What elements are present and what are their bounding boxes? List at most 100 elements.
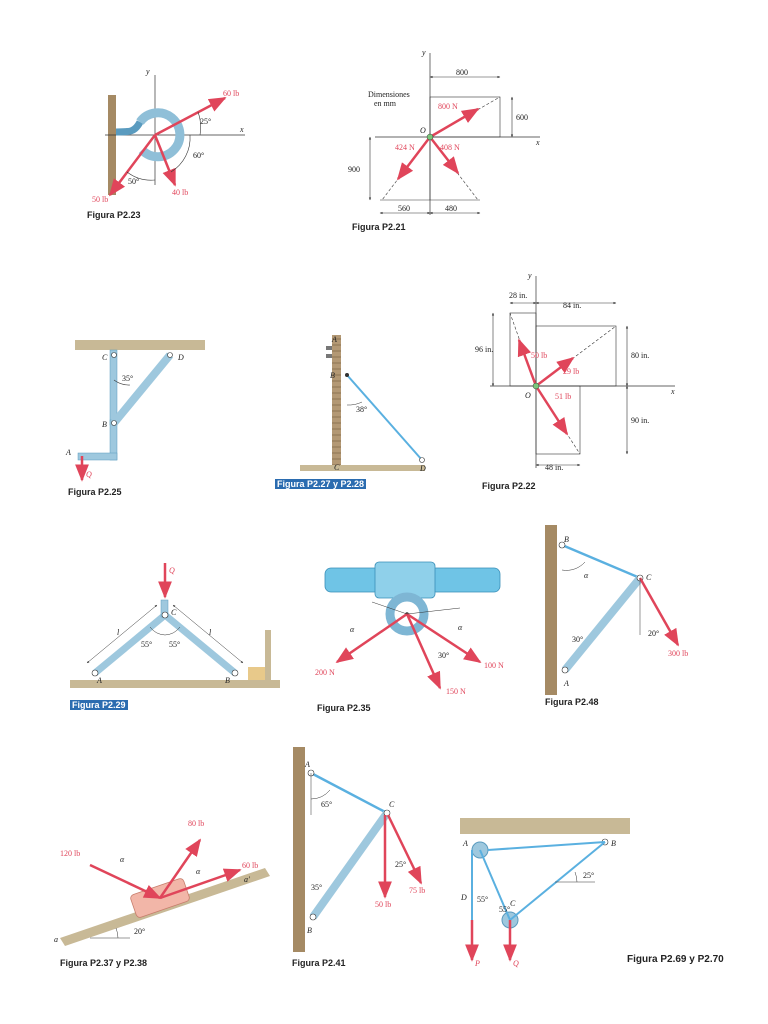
label-408n: 408 N xyxy=(440,143,460,152)
dim-84in: 84 in. xyxy=(563,301,581,310)
member-bc xyxy=(109,349,118,426)
label-l-left: l xyxy=(117,628,120,637)
caption-p2-25: Figura P2.25 xyxy=(68,487,122,497)
label-30deg: 30° xyxy=(572,635,583,644)
label-origin: O xyxy=(525,391,531,400)
dim-80in: 80 in. xyxy=(631,351,649,360)
label-50lb: 50 lb xyxy=(375,900,391,909)
label-40lb: 40 lb xyxy=(172,188,188,197)
label-c: C xyxy=(171,608,177,617)
force-51lb-arrow xyxy=(534,385,569,436)
label-d: D xyxy=(460,893,467,902)
caption-p2-23: Figura P2.23 xyxy=(87,210,141,220)
figure-p2-21: Dimensiones en mm 800 600 900 560 480 80… xyxy=(348,48,540,215)
label-35deg: 35° xyxy=(122,374,133,383)
figure-p2-37: 80 lb 120 lb 60 lb α α 20° a a′ xyxy=(54,819,270,946)
label-origin: O xyxy=(420,126,426,135)
dim-90in: 90 in. xyxy=(631,416,649,425)
label-alpha-left: α xyxy=(120,855,125,864)
dim-560: 560 xyxy=(398,204,410,213)
force-50lb-arrow xyxy=(517,338,538,387)
dim-600: 600 xyxy=(516,113,528,122)
label-60lb: 60 lb xyxy=(223,89,239,98)
label-50lb: 50 lb xyxy=(531,351,547,360)
label-b: B xyxy=(225,676,230,685)
member-ac xyxy=(561,575,644,673)
label-424n: 424 N xyxy=(395,143,415,152)
label-c: C xyxy=(389,800,395,809)
label-60deg: 60° xyxy=(193,151,204,160)
force-200n-arrow xyxy=(335,612,408,664)
label-a: A xyxy=(65,448,71,457)
ceiling xyxy=(460,818,630,834)
label-a: A xyxy=(96,676,102,685)
label-20deg: 20° xyxy=(134,927,145,936)
caption-p2-41: Figura P2.41 xyxy=(292,958,346,968)
label-a: a xyxy=(54,935,58,944)
label-50deg: 50° xyxy=(128,177,139,186)
member-ac xyxy=(92,612,168,676)
label-x: x xyxy=(670,387,675,396)
label-x: x xyxy=(535,138,540,147)
figure-p2-48: B C A α 30° 20° 300 lb xyxy=(545,525,688,695)
label-800n: 800 N xyxy=(438,102,458,111)
force-50lb-arrow xyxy=(108,134,156,197)
caption-p2-37: Figura P2.37 y P2.38 xyxy=(60,958,148,968)
dim-480: 480 xyxy=(445,204,457,213)
label-alpha: α xyxy=(584,571,589,580)
caption-p2-48: Figura P2.48 xyxy=(545,697,599,707)
label-60lb: 60 lb xyxy=(242,861,258,870)
label-a: A xyxy=(331,335,337,344)
label-x: x xyxy=(239,125,244,134)
label-c: C xyxy=(334,463,340,472)
caption-p2-69: Figura P2.69 y P2.70 xyxy=(627,954,724,965)
wall xyxy=(108,95,116,195)
label-q: Q xyxy=(169,566,175,575)
label-q: Q xyxy=(513,959,519,968)
force-150n-arrow xyxy=(405,613,442,690)
label-alpha-right: α xyxy=(196,867,201,876)
caption-p2-27: Figura P2.27 y P2.28 xyxy=(275,479,367,489)
eye-ring xyxy=(385,592,429,636)
label-55deg-right: 55° xyxy=(169,640,180,649)
figure-p2-69: A B C D 55° 55° 25° P Q xyxy=(460,818,630,968)
label-30deg: 30° xyxy=(438,651,449,660)
wall xyxy=(293,747,305,952)
hook-ring xyxy=(136,108,185,162)
label-55deg-left: 55° xyxy=(141,640,152,649)
label-d: D xyxy=(177,353,184,362)
label-20deg: 20° xyxy=(648,629,659,638)
label-200n: 200 N xyxy=(315,668,335,677)
figure-p2-35: α α 30° 200 N 100 N 150 N xyxy=(315,561,504,696)
figure-p2-22: 28 in. 84 in. 96 in. 80 in. 90 in. 48 in… xyxy=(475,271,675,472)
force-60lb-arrow xyxy=(154,96,227,137)
caption-p2-35: Figura P2.35 xyxy=(317,703,371,713)
label-p: P xyxy=(474,959,480,968)
hook-shank xyxy=(115,120,144,136)
figure-p2-41: A C B 65° 35° 25° 50 lb 75 lb xyxy=(293,747,425,952)
label-y: y xyxy=(145,67,150,76)
figure-p2-27: A B C D 38° xyxy=(300,335,426,473)
label-b: B xyxy=(611,839,616,848)
label-55deg-c: 55° xyxy=(499,905,510,914)
wall xyxy=(545,525,557,695)
label-l-right: l xyxy=(209,628,212,637)
cable-ac xyxy=(310,771,388,815)
block xyxy=(248,667,265,680)
label-120lb: 120 lb xyxy=(60,849,80,858)
label-q: Q xyxy=(86,470,92,479)
member-ba-horizontal xyxy=(77,452,118,461)
caption-p2-21: Figura P2.21 xyxy=(352,222,406,232)
label-50lb: 50 lb xyxy=(92,195,108,204)
dim-900: 900 xyxy=(348,165,360,174)
label-25deg: 25° xyxy=(200,117,211,126)
label-38deg: 38° xyxy=(356,405,367,414)
force-424n-arrow xyxy=(396,136,431,181)
label-b: B xyxy=(330,371,335,380)
member-bd xyxy=(110,352,174,426)
label-80lb: 80 lb xyxy=(188,819,204,828)
force-60lb-arrow xyxy=(159,868,242,900)
label-b: B xyxy=(564,535,569,544)
ground xyxy=(70,680,280,688)
force-40lb-arrow xyxy=(153,134,177,187)
